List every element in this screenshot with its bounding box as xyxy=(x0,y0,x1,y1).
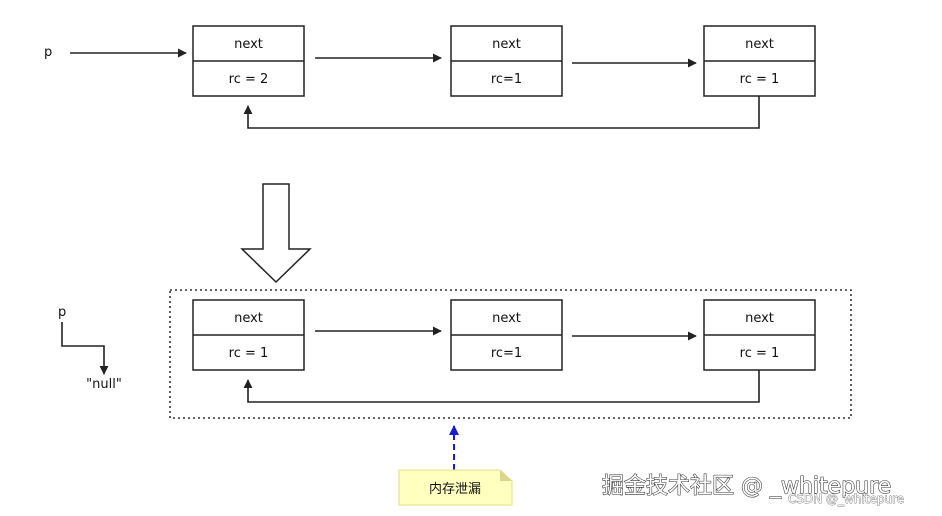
node-next-label: next xyxy=(234,37,263,52)
node-next-label: next xyxy=(492,37,521,52)
top-pointer-label: p xyxy=(44,45,52,60)
node-next-label: next xyxy=(234,311,263,326)
node-next-label: next xyxy=(745,37,774,52)
node-rc-label: rc = 1 xyxy=(740,72,780,87)
watermark-primary: 掘金技术社区 @ _whitepure xyxy=(602,474,891,499)
bottom-cycle-arrow xyxy=(243,370,760,403)
node-next-label: next xyxy=(745,311,774,326)
top-node-3: next rc = 1 xyxy=(703,25,816,97)
node-next-label: next xyxy=(492,311,521,326)
transition-down-arrow xyxy=(240,183,312,284)
node-rc-label: rc=1 xyxy=(491,346,522,361)
bottom-node-1: next rc = 1 xyxy=(192,299,305,371)
bottom-node-3: next rc = 1 xyxy=(703,299,816,371)
null-label: "null" xyxy=(86,377,122,392)
bottom-pointer-arrow xyxy=(61,322,109,375)
node-rc-label: rc = 2 xyxy=(229,72,269,87)
top-node-2: next rc=1 xyxy=(450,25,563,97)
node-rc-label: rc = 1 xyxy=(740,346,780,361)
leak-region-box xyxy=(169,289,852,419)
watermark-secondary: CSDN @_whitepure xyxy=(788,492,904,506)
leak-note-text: 内存泄漏 xyxy=(429,481,481,497)
bottom-pointer-label: p xyxy=(58,305,66,320)
node-rc-label: rc = 1 xyxy=(229,346,269,361)
node-rc-label: rc=1 xyxy=(491,72,522,87)
top-cycle-arrow xyxy=(243,96,760,129)
leak-note: 内存泄漏 xyxy=(398,469,513,506)
bottom-node-2: next rc=1 xyxy=(450,299,563,371)
top-node-1: next rc = 2 xyxy=(192,25,305,97)
